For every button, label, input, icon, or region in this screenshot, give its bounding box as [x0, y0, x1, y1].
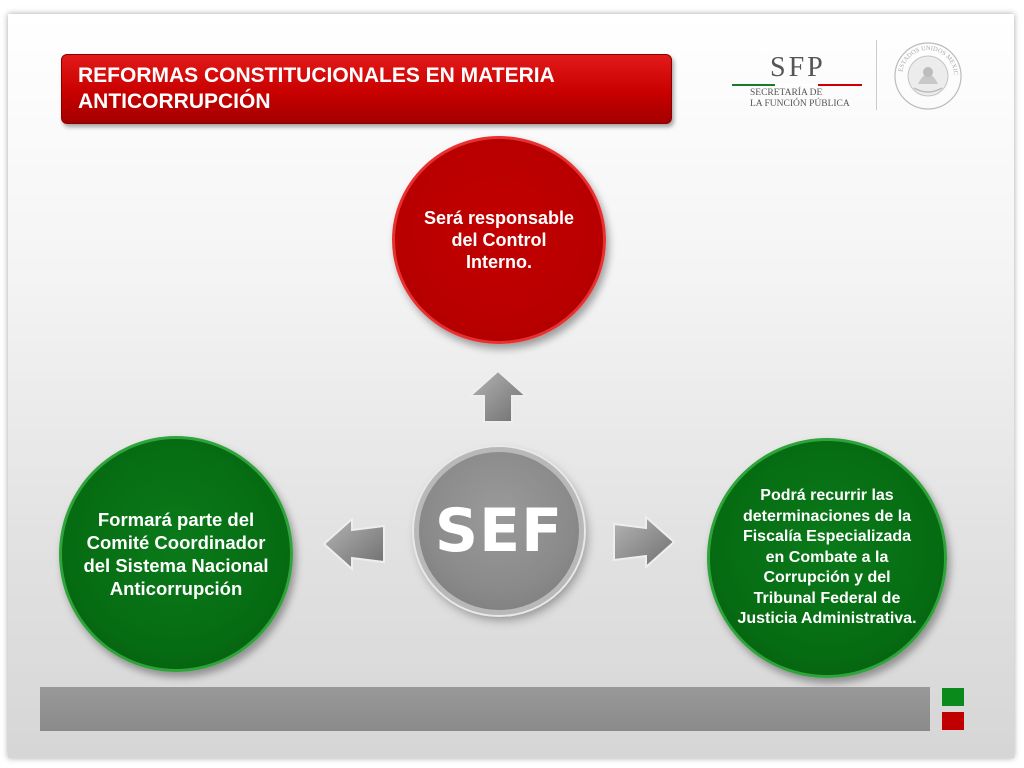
arrow-up-icon: [467, 369, 529, 423]
sfp-logo-acronym: SFP: [770, 52, 826, 83]
footer-green-square: [942, 688, 964, 706]
logo-tricolor-line: [732, 84, 862, 86]
title-banner: REFORMAS CONSTITUCIONALES EN MATERIA ANT…: [61, 54, 672, 124]
logo-sub-line-1: SECRETARÍA DE: [750, 88, 823, 98]
node-top-control-interno: Será responsable del Control Interno.: [392, 136, 606, 344]
title-line-1: REFORMAS CONSTITUCIONALES EN MATERIA: [78, 64, 555, 87]
national-seal-icon: ESTADOS UNIDOS MEXICANOS: [892, 40, 962, 110]
arrow-left-icon: [322, 516, 385, 572]
node-left-text: Formará parte del Comité Coordinador del…: [83, 509, 269, 599]
arrow-right-icon: [613, 514, 676, 570]
node-right-recurrir: Podrá recurrir las determinaciones de la…: [707, 438, 947, 678]
node-top-text: Será responsable del Control Interno.: [423, 208, 575, 272]
footer-red-square: [942, 712, 964, 730]
title-line-2: ANTICORRUPCIÓN: [78, 90, 271, 113]
logo-divider: [876, 40, 877, 110]
node-center-sef: SEF: [414, 447, 584, 615]
node-right-text: Podrá recurrir las determinaciones de la…: [737, 487, 917, 628]
logo-sub-line-2: LA FUNCIÓN PÚBLICA: [750, 99, 850, 109]
node-left-comite-coordinador: Formará parte del Comité Coordinador del…: [59, 436, 293, 672]
center-label: SEF: [434, 496, 564, 566]
footer-bar: [40, 687, 930, 731]
sfp-logo-subtitle: SECRETARÍA DE LA FUNCIÓN PÚBLICA: [750, 88, 850, 110]
